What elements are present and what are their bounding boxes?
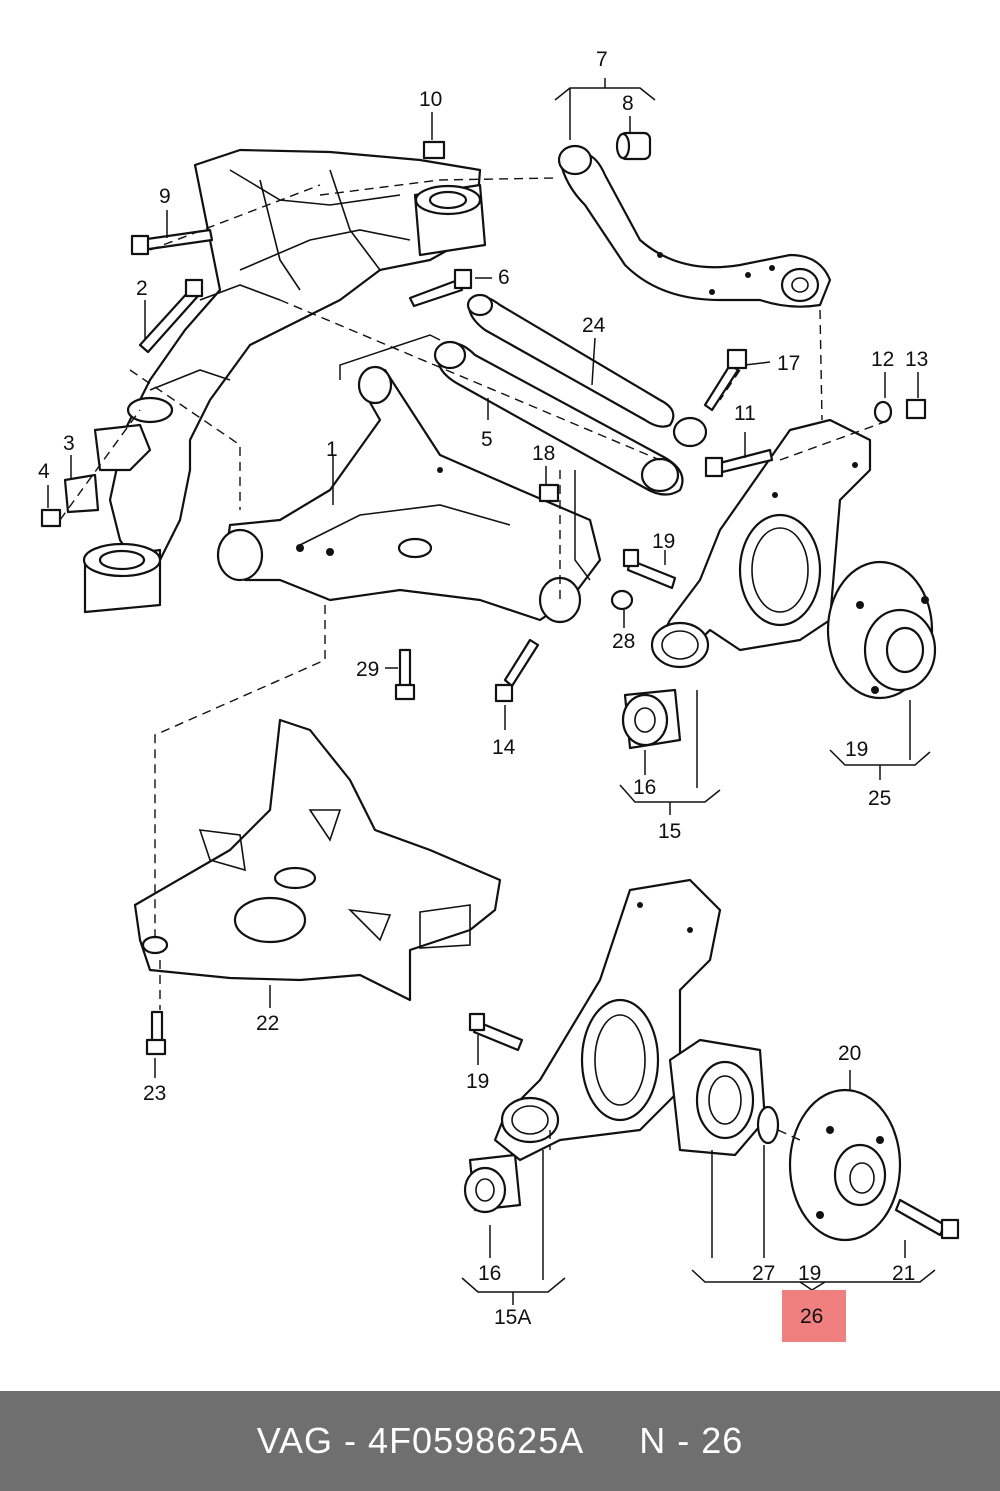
bolt-17 [703, 348, 748, 412]
callout-labels: 7 8 10 9 6 2 24 17 12 13 11 5 3 1 18 4 1… [38, 48, 928, 1329]
callout-3: 3 [63, 432, 75, 455]
rear-subframe [82, 148, 487, 614]
callout-6: 6 [498, 266, 510, 289]
callout-27: 27 [752, 1262, 775, 1285]
bushing-16-upper [621, 688, 682, 750]
toe-link [466, 293, 675, 428]
upper-control-arm [557, 144, 832, 308]
hub-20 [788, 1088, 902, 1242]
bolt-29 [394, 648, 416, 701]
nut-28 [610, 589, 634, 611]
highlight-box-26 [782, 1290, 846, 1342]
callout-4: 4 [38, 460, 50, 483]
callout-2: 2 [136, 277, 148, 300]
bolt-11 [704, 448, 774, 478]
nut-13 [905, 398, 927, 420]
nut-4 [40, 508, 62, 528]
callout-19-lower: 19 [466, 1070, 489, 1093]
callout-8: 8 [622, 92, 634, 115]
bushing-16-lower [463, 1153, 522, 1214]
callout-10: 10 [419, 88, 442, 111]
part-info-footer: VAG - 4F0598625A N - 26 [0, 1391, 1000, 1491]
snap-ring-27 [756, 1105, 780, 1145]
bushing-8 [615, 131, 652, 161]
footer-gap [584, 1420, 639, 1462]
callout-21: 21 [892, 1262, 915, 1285]
underbody-shield [133, 718, 502, 1002]
footer-position-number: 26 [701, 1420, 744, 1461]
assembly-lines [59, 177, 891, 1150]
nut-18 [538, 483, 560, 503]
callout-19-hub: 19 [845, 738, 868, 761]
footer-part-number: 4F0598625A [368, 1420, 585, 1461]
bolt-21 [894, 1198, 960, 1240]
callout-15a: 15A [494, 1306, 531, 1329]
transverse-link [433, 340, 708, 496]
callout-13: 13 [905, 348, 928, 371]
callout-23: 23 [143, 1082, 166, 1105]
wheel-hub-carrier [650, 418, 872, 669]
callout-26-highlighted: 26 [800, 1305, 823, 1328]
wheel-hub-assembly [826, 560, 937, 700]
bolt-19-upper [622, 548, 677, 590]
callout-20: 20 [838, 1042, 861, 1065]
footer-separator: - [666, 1420, 702, 1461]
callout-17: 17 [777, 352, 800, 375]
callout-18: 18 [532, 442, 555, 465]
footer-separator: - [333, 1420, 369, 1461]
callout-12: 12 [871, 348, 894, 371]
callout-16-upper: 16 [633, 776, 656, 799]
callout-14: 14 [492, 736, 516, 759]
callout-11: 11 [734, 402, 756, 425]
callout-29: 29 [356, 658, 379, 681]
nut-10 [422, 140, 446, 160]
washer-12 [873, 400, 893, 424]
callout-1: 1 [326, 438, 338, 461]
callout-15: 15 [658, 820, 681, 843]
bolt-23 [145, 1010, 167, 1056]
callout-7: 7 [596, 48, 608, 71]
callout-28: 28 [612, 630, 635, 653]
lower-wishbone [216, 365, 602, 624]
bolt-9 [130, 228, 214, 256]
leader-lines [47, 78, 936, 1305]
wheel-bearing-housing-alt [493, 878, 722, 1162]
callout-19-bottom: 19 [798, 1262, 821, 1285]
callout-25: 25 [868, 787, 891, 810]
callout-19-upper: 19 [652, 530, 675, 553]
callout-9: 9 [159, 185, 171, 208]
callout-24: 24 [582, 314, 606, 337]
bolt-6 [408, 268, 473, 308]
callout-16-lower: 16 [478, 1262, 501, 1285]
callout-5: 5 [481, 428, 493, 451]
subframe-mount-bushing-left [82, 542, 162, 614]
bolt-19-lower [468, 1012, 524, 1052]
bolt-14 [494, 638, 540, 703]
subframe-mount-bushing-right [413, 183, 487, 257]
suspension-exploded-diagram: 7 8 10 9 6 2 24 17 12 13 11 5 3 1 18 4 1… [38, 48, 960, 1342]
callout-22: 22 [256, 1012, 279, 1035]
bolt-2 [138, 278, 204, 354]
footer-brand: VAG [256, 1420, 334, 1461]
wheel-bearing-flange [668, 1038, 767, 1157]
footer-position-label: N [639, 1420, 667, 1461]
